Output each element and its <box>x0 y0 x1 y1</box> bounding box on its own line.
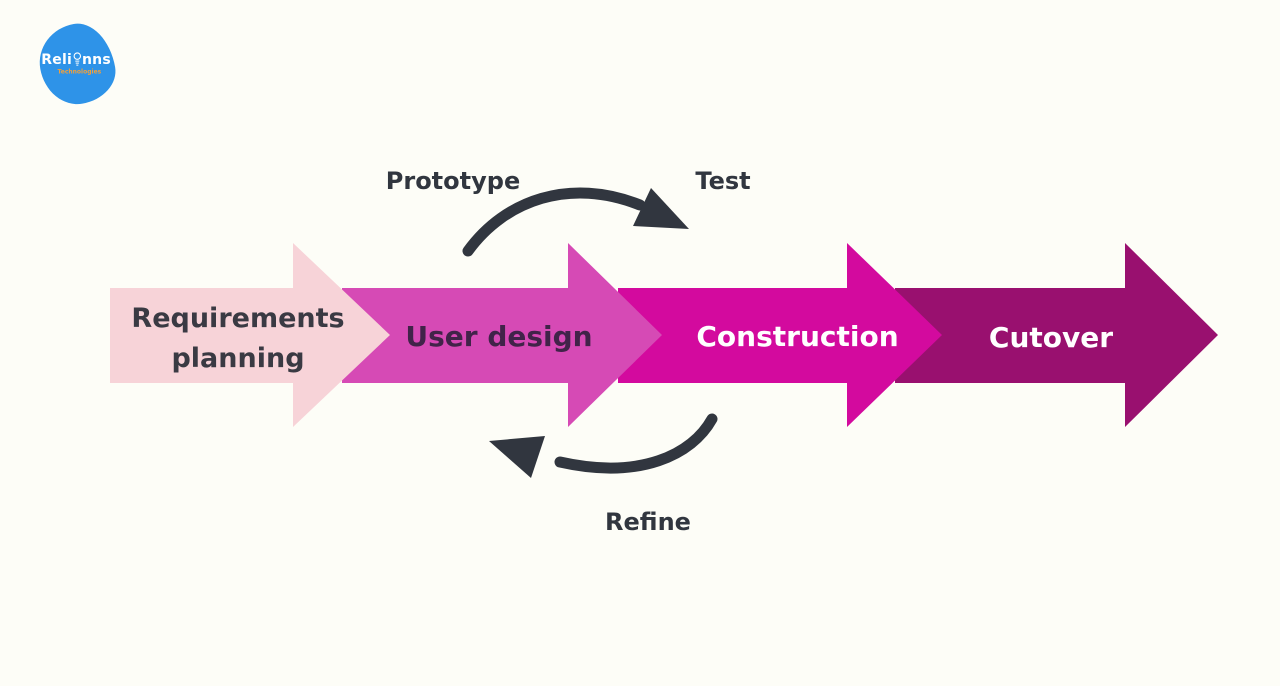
stage-label-construction: Construction <box>696 320 899 353</box>
loop-label-prototype: Prototype <box>385 167 521 195</box>
stage-label-requirements-planning: Requirements planning <box>131 303 345 374</box>
loop-arrow-top <box>462 187 646 257</box>
loop-arrowhead-bottom <box>489 436 545 478</box>
stage-label-user-design: User design <box>405 320 593 353</box>
loop-label-test: Test <box>695 167 751 195</box>
logo-brand-text: Reli nns <box>42 51 111 68</box>
loop-arrow-bottom <box>554 413 718 474</box>
stage-arrow-user-design <box>342 243 662 427</box>
lightbulb-icon <box>73 51 81 66</box>
logo-blob: Reli nns Technologies <box>33 18 121 110</box>
relinns-logo: Reli nns Technologies <box>33 18 121 110</box>
stage-arrow-construction <box>618 243 942 427</box>
loop-arrowhead-top <box>633 188 689 229</box>
stage-arrow-cutover <box>895 243 1218 427</box>
stage-label-cutover: Cutover <box>988 321 1114 354</box>
loop-label-refine: Refine <box>605 508 691 536</box>
stage-arrow-requirements-planning <box>110 243 390 427</box>
